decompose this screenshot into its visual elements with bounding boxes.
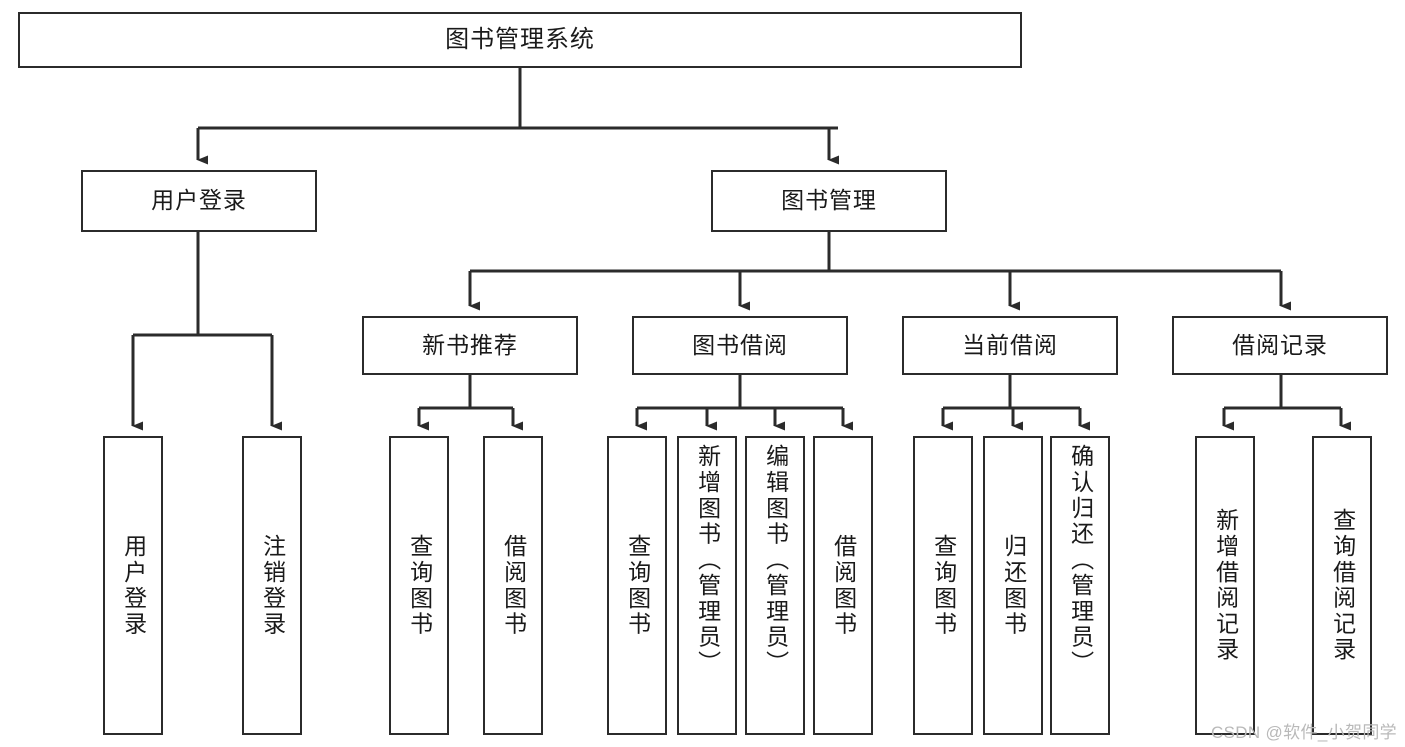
node-label: 新增借阅记录 (1212, 508, 1239, 663)
node-borrow-record[interactable]: 借阅记录 (1172, 316, 1388, 375)
leaf-bookborrow-query-books[interactable]: 查询图书 (607, 436, 667, 735)
leaf-newbook-query-books[interactable]: 查询图书 (389, 436, 449, 735)
leaf-currentborrow-query-books[interactable]: 查询图书 (913, 436, 973, 735)
node-current-borrow[interactable]: 当前借阅 (902, 316, 1118, 375)
leaf-logout[interactable]: 注销登录 (242, 436, 302, 735)
leaf-currentborrow-return-books[interactable]: 归还图书 (983, 436, 1043, 735)
node-new-book-recommendation[interactable]: 新书推荐 (362, 316, 578, 375)
leaf-newbook-borrow-books[interactable]: 借阅图书 (483, 436, 543, 735)
node-label: 图书借阅 (692, 331, 788, 358)
node-book-management[interactable]: 图书管理 (711, 170, 947, 232)
node-label: 用户登录 (151, 187, 247, 214)
csdn-watermark: CSDN @软件_小贺同学 (1210, 723, 1397, 742)
node-label: 查询图书 (406, 533, 433, 638)
node-user-login[interactable]: 用户登录 (81, 170, 317, 232)
node-label: 注销登录 (259, 533, 286, 638)
node-label: 确认归还（管理员） (1067, 444, 1094, 676)
leaf-borrowrecord-add-record[interactable]: 新增借阅记录 (1195, 436, 1255, 735)
node-label: 借阅记录 (1232, 331, 1328, 358)
leaf-user-login[interactable]: 用户登录 (103, 436, 163, 735)
node-label: 归还图书 (1000, 533, 1027, 638)
node-label: 用户登录 (120, 533, 147, 638)
node-label: 新书推荐 (422, 331, 518, 358)
node-label: 查询图书 (624, 533, 651, 638)
node-label: 当前借阅 (962, 331, 1058, 358)
node-book-borrow[interactable]: 图书借阅 (632, 316, 848, 375)
node-label: 查询图书 (930, 533, 957, 638)
leaf-currentborrow-confirm-return-admin[interactable]: 确认归还（管理员） (1050, 436, 1110, 735)
leaf-borrowrecord-query-record[interactable]: 查询借阅记录 (1312, 436, 1372, 735)
node-label: 借阅图书 (500, 533, 527, 638)
leaf-bookborrow-add-book-admin[interactable]: 新增图书（管理员） (677, 436, 737, 735)
node-label: 图书管理系统 (445, 25, 595, 53)
node-label: 图书管理 (781, 187, 877, 214)
node-label: 查询借阅记录 (1329, 508, 1356, 663)
leaf-bookborrow-edit-book-admin[interactable]: 编辑图书（管理员） (745, 436, 805, 735)
node-root-book-management-system[interactable]: 图书管理系统 (18, 12, 1022, 68)
leaf-bookborrow-borrow-books[interactable]: 借阅图书 (813, 436, 873, 735)
node-label: 借阅图书 (830, 533, 857, 638)
node-label: 编辑图书（管理员） (762, 444, 789, 676)
node-label: 新增图书（管理员） (694, 444, 721, 676)
